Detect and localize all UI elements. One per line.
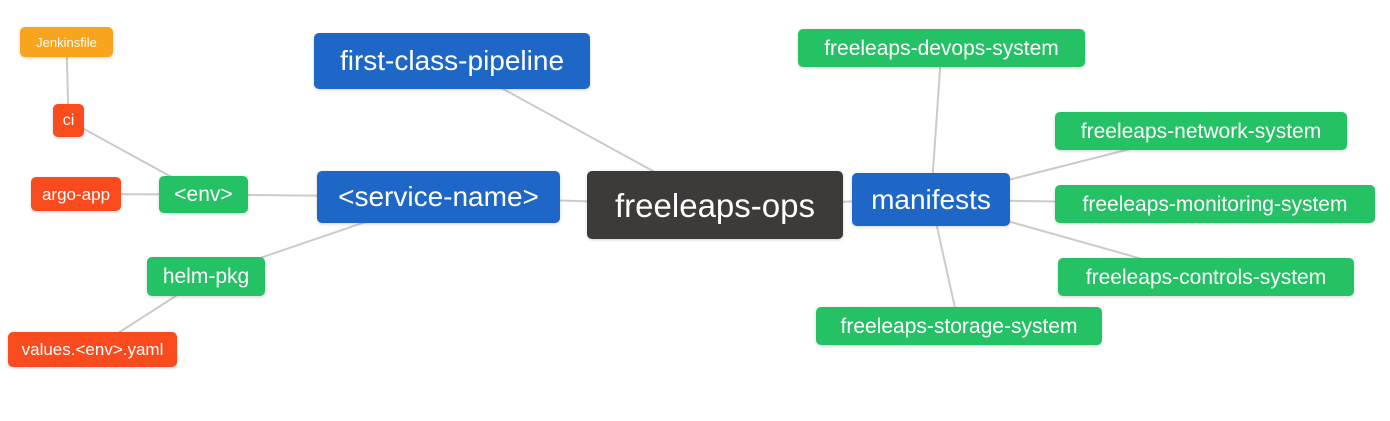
node-argo-app[interactable]: argo-app: [31, 177, 121, 211]
node-first-class-pipeline[interactable]: first-class-pipeline: [314, 33, 590, 89]
node-ci[interactable]: ci: [53, 104, 84, 137]
node-env[interactable]: <env>: [159, 176, 248, 213]
node-devops-system[interactable]: freeleaps-devops-system: [798, 29, 1085, 67]
node-network-system[interactable]: freeleaps-network-system: [1055, 112, 1347, 150]
node-storage-system[interactable]: freeleaps-storage-system: [816, 307, 1102, 345]
node-controls-system[interactable]: freeleaps-controls-system: [1058, 258, 1354, 296]
node-jenkinsfile[interactable]: Jenkinsfile: [20, 27, 113, 57]
node-service-name[interactable]: <service-name>: [317, 171, 560, 223]
node-monitoring-system[interactable]: freeleaps-monitoring-system: [1055, 185, 1375, 223]
node-freeleaps-ops[interactable]: freeleaps-ops: [587, 171, 843, 239]
node-manifests[interactable]: manifests: [852, 173, 1010, 226]
node-helm-pkg[interactable]: helm-pkg: [147, 257, 265, 296]
node-values-env-yaml[interactable]: values.<env>.yaml: [8, 332, 177, 367]
